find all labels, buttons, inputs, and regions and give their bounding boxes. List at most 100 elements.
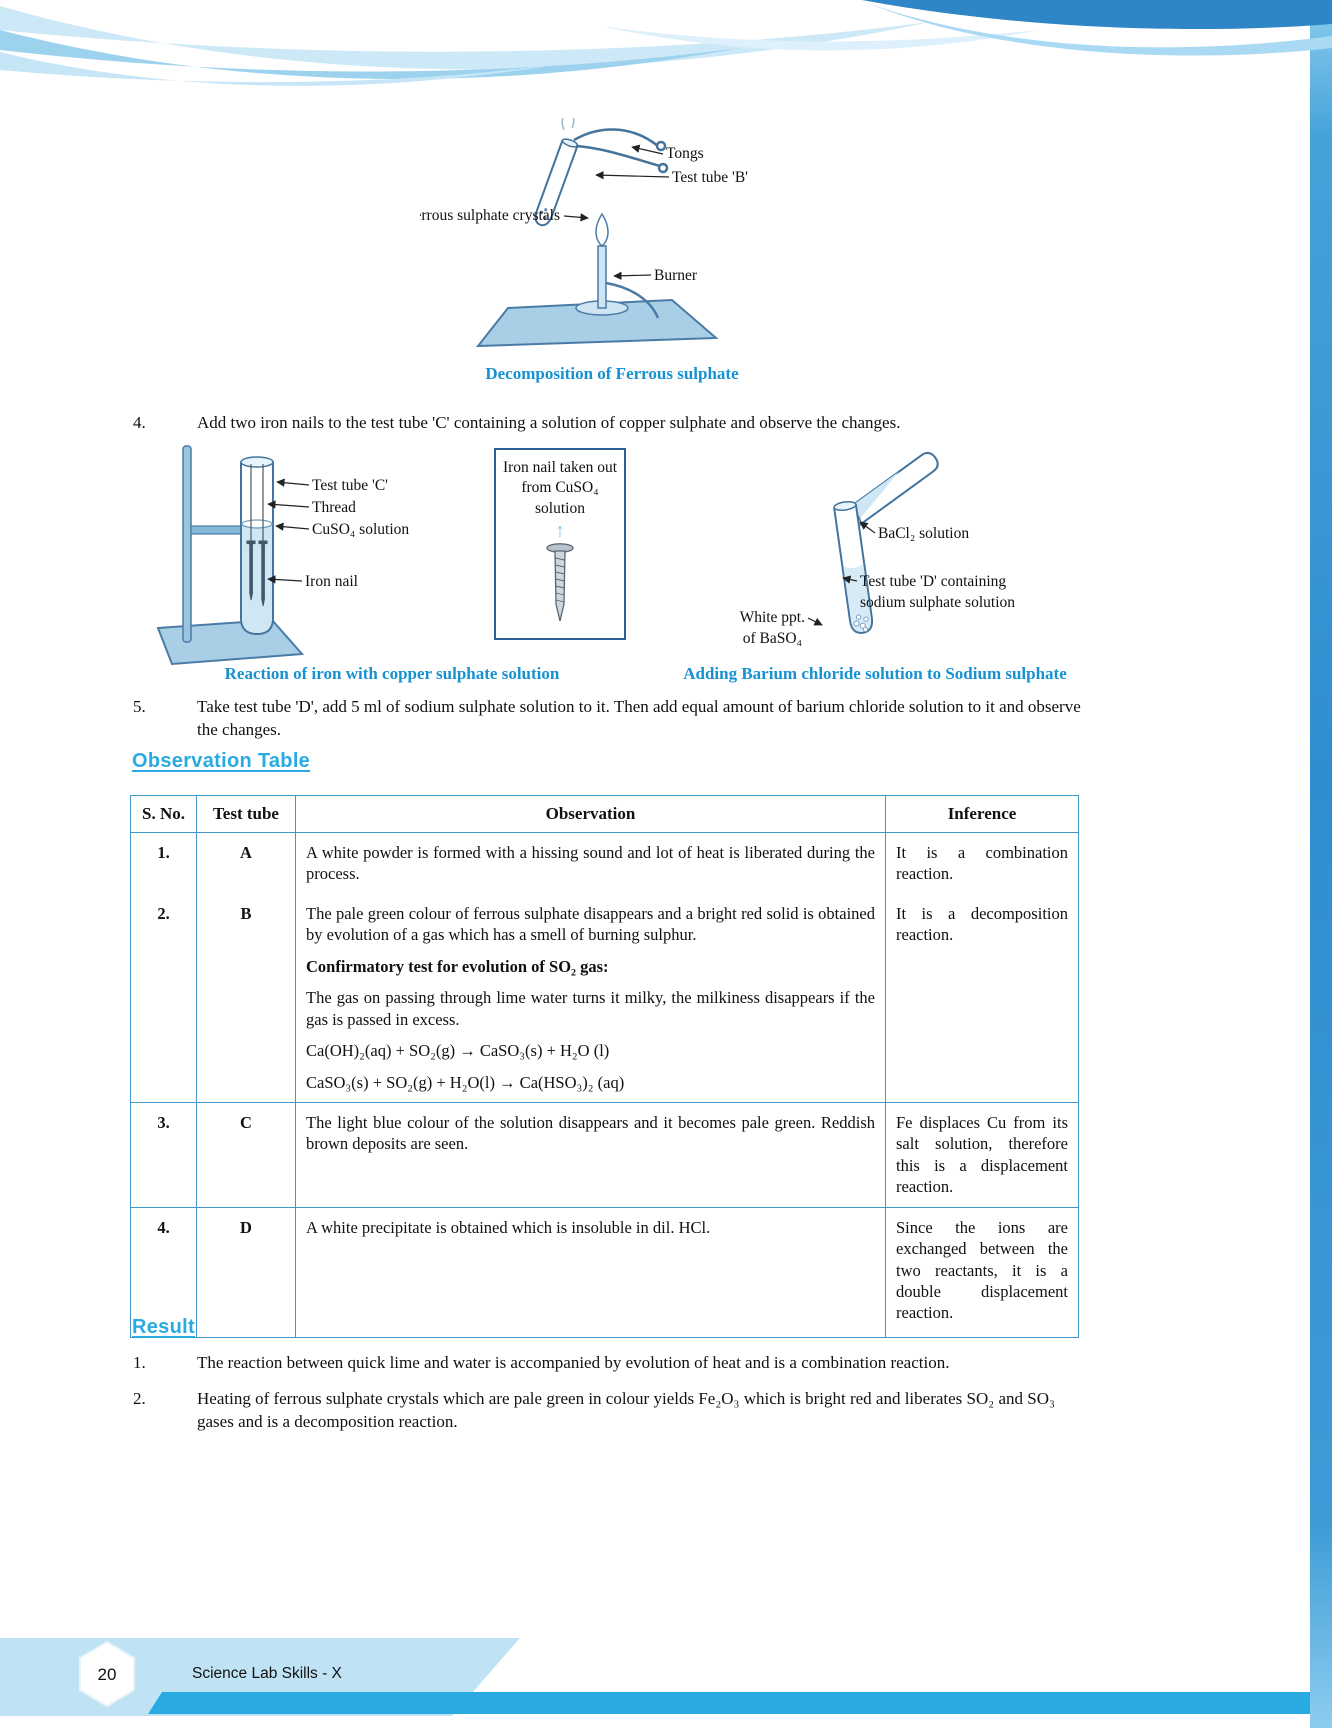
col-header-sno: S. No.: [130, 795, 197, 833]
nail-out-text: Iron nail taken out from CuSO₄ solution: [502, 459, 618, 517]
row-c-observation: The light blue colour of the solution di…: [306, 1112, 875, 1154]
page-number: 20: [98, 1665, 117, 1684]
iron-nails: [246, 540, 268, 607]
row-b-equation-1: Ca(OH)₂(aq) + SO₂(g) → CaSO₃(s) + H₂O (l…: [306, 1041, 610, 1061]
col-header-test-tube: Test tube: [196, 795, 296, 833]
flame: [595, 212, 609, 247]
table-row-c: 3. C The light blue colour of the soluti…: [130, 1101, 1079, 1208]
row-b-observation-2: The gas on passing through lime water tu…: [306, 988, 875, 1029]
result-item-2: 2. Heating of ferrous sulphate crystals …: [133, 1388, 1085, 1434]
book-title: Science Lab Skills - X: [192, 1665, 343, 1682]
label-bacl2: BaCl₂ solution: [878, 525, 969, 542]
row-d-sno: 4.: [130, 1206, 197, 1338]
footer-band: 20 Science Lab Skills - X: [0, 1638, 1332, 1716]
step-5: 5. Take test tube 'D', add 5 ml of sodiu…: [133, 696, 1085, 742]
wave-small: [0, 52, 560, 86]
test-tube-c: [240, 456, 274, 636]
col-header-observation: Observation: [295, 795, 886, 833]
row-a-observation: A white powder is formed with a hissing …: [306, 843, 875, 884]
label-test-tube-d-1: Test tube 'D' containing: [860, 573, 1006, 590]
observation-table-heading: Observation Table: [132, 750, 311, 772]
white-precipitate: [853, 614, 869, 633]
stand-base: [156, 618, 305, 666]
table-row-b: 2. B The pale green colour of ferrous su…: [130, 893, 1079, 1103]
tongs: [573, 128, 669, 174]
pouring-tube: [847, 451, 939, 526]
step-5-text: Take test tube 'D', add 5 ml of sodium s…: [197, 697, 1081, 739]
row-d-observation: A white precipitate is obtained which is…: [306, 1217, 711, 1237]
stand-rod: [182, 445, 192, 643]
table-header-row: S. No. Test tube Observation Inference: [130, 795, 1079, 833]
row-d-inference: Since the ions are exchanged between the…: [896, 1217, 1068, 1323]
result-1-number: 1.: [133, 1353, 146, 1372]
test-tube-d: [833, 501, 874, 634]
result-2-number: 2.: [133, 1389, 146, 1408]
step-4: 4. Add two iron nails to the test tube '…: [133, 412, 1085, 435]
fig-bacl2: BaCl₂ solution Test tube 'D' containing …: [740, 451, 1015, 647]
label-thread: Thread: [312, 499, 356, 516]
row-b-confirmatory-test: Confirmatory test for evolution of SO₂ g…: [306, 956, 609, 976]
table-row-a: 1. A A white powder is formed with a his…: [130, 831, 1079, 894]
arrow-white-ppt: [807, 617, 823, 626]
fig-iron-cuso4: Test tube 'C' Thread CuSO₄ solution Iron…: [156, 445, 409, 666]
nail-icon: [546, 543, 574, 622]
row-c-inference: Fe displaces Cu from its salt solution, …: [896, 1112, 1068, 1197]
caption-iron-cuso4: Reaction of iron with copper sulphate so…: [224, 664, 560, 683]
clamp: [190, 525, 242, 535]
result-1-text: The reaction between quick lime and wate…: [197, 1353, 950, 1372]
result-item-1: 1. The reaction between quick lime and w…: [133, 1352, 1085, 1375]
nail-out-box: Iron nail taken out from CuSO₄ solution …: [494, 448, 626, 640]
row-b-sno: 2.: [130, 893, 197, 1103]
top-decoration: [0, 0, 1332, 86]
observation-table: S. No. Test tube Observation Inference 1…: [130, 795, 1079, 1338]
label-white-ppt-2: of BaSO₄: [743, 630, 802, 647]
caption-decomposition: Decomposition of Ferrous sulphate: [485, 364, 739, 383]
fumes: [561, 118, 575, 131]
label-iron-nail: Iron nail: [305, 573, 358, 590]
label-burner: Burner: [654, 267, 698, 284]
arrow-up-icon: ↑: [555, 520, 565, 543]
footer-cyan-bar: [148, 1692, 1332, 1714]
arrow-crystals: [563, 213, 589, 222]
col-header-inference: Inference: [885, 795, 1079, 833]
arrow-bacl2: [859, 521, 876, 534]
row-b-observation-1: The pale green colour of ferrous sulphat…: [306, 903, 875, 945]
result-2-text: Heating of ferrous sulphate crystals whi…: [197, 1389, 1055, 1431]
corner-dark-band: [862, 0, 1332, 30]
row-d-tube: D: [196, 1206, 296, 1338]
label-white-ppt-1: White ppt.: [740, 609, 805, 626]
right-edge-bar: [1310, 0, 1332, 1728]
table-row-d: 4. D A white precipitate is obtained whi…: [130, 1206, 1079, 1338]
bacl2-liquid: [848, 471, 899, 522]
row-b-inference: It is a decomposition reaction.: [896, 903, 1068, 945]
arrow-tongs: [631, 144, 664, 155]
page-number-hexagon: [79, 1640, 135, 1708]
arrow-cuso4-solution: [275, 522, 310, 531]
caption-bacl2: Adding Barium chloride solution to Sodiu…: [683, 664, 1067, 683]
arrow-thread: [267, 500, 310, 509]
row-b-tube: B: [196, 893, 296, 1103]
label-test-tube-c: Test tube 'C': [312, 477, 388, 494]
arrow-iron-nail: [267, 575, 303, 584]
row-c-sno: 3.: [130, 1101, 197, 1208]
wave-pale: [600, 26, 1040, 51]
label-tongs: Tongs: [666, 145, 704, 162]
test-tube-b: [534, 138, 579, 227]
cuso4-liquid: [242, 524, 272, 633]
row-c-tube: C: [196, 1101, 296, 1208]
arrow-test-tube-b: [595, 171, 670, 180]
label-test-tube-b: Test tube 'B': [672, 169, 748, 186]
row-a-inference: It is a combination reaction.: [896, 843, 1068, 884]
row-b-equation-2: CaSO₃(s) + SO₂(g) + H₂O(l) → Ca(HSO₃)₂ (…: [306, 1072, 625, 1092]
arrow-test-tube-d: [842, 575, 858, 584]
result-heading: Result: [132, 1316, 195, 1338]
arrow-burner: [613, 271, 652, 280]
corner-light-crescent: [870, 4, 1332, 56]
fig-decomposition: Tongs Test tube 'B' Ferrous sulphate cry…: [420, 118, 748, 348]
arrow-test-tube-c: [276, 478, 310, 487]
thread-lines: [250, 464, 264, 542]
wave-medium: [0, 30, 740, 80]
step-4-number: 4.: [133, 413, 146, 432]
row-a-sno: 1.: [130, 831, 197, 894]
